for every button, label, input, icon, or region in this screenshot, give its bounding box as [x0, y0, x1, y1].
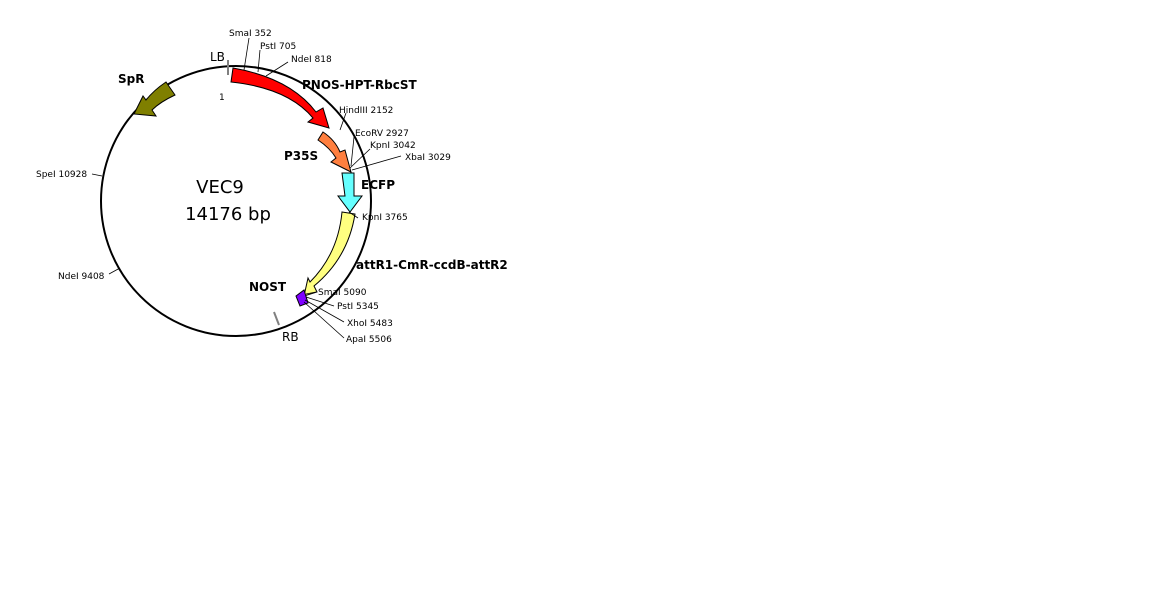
- psti-705-leader: [257, 49, 261, 73]
- ecorv-2927-leader: [350, 136, 355, 167]
- psti-5345-leader: [305, 296, 335, 307]
- lb-label: LB: [210, 50, 225, 64]
- site-ecorv-2927: EcoRV 2927: [355, 129, 409, 139]
- site-smai-5090: SmaI 5090: [318, 288, 367, 298]
- ecfp-label: ECFP: [361, 178, 395, 192]
- kpni-3042-leader: [349, 148, 371, 169]
- site-ndei-818: NdeI 818: [291, 55, 332, 65]
- plasmid-backbone: [100, 65, 372, 337]
- hindiii-2152-leader: [339, 112, 347, 131]
- p35s-arrow: [317, 131, 352, 173]
- site-apai-5506: ApaI 5506: [346, 335, 392, 345]
- xhoi-5483-leader: [304, 299, 345, 323]
- smai-5090-leader: [305, 291, 317, 295]
- xbai-3029-leader: [351, 155, 402, 171]
- kpni-3765-leader: [348, 211, 359, 219]
- plasmid-name: VEC9: [196, 177, 244, 198]
- attr-arrow: [303, 211, 356, 297]
- p35s-label: P35S: [284, 149, 318, 163]
- nost-arrow: [295, 289, 309, 307]
- rb-marker: [273, 311, 280, 326]
- site-psti-705: PstI 705: [260, 42, 296, 52]
- rb-label: RB: [282, 330, 299, 344]
- site-spei-10928: SpeI 10928: [36, 170, 87, 180]
- spr-arrow: [133, 81, 176, 117]
- ndei-818-leader: [265, 61, 289, 77]
- plasmid-size: 14176 bp: [185, 204, 271, 225]
- site-psti-5345: PstI 5345: [337, 302, 379, 312]
- ndei-9408-leader: [108, 267, 121, 275]
- smai-352-leader: [243, 37, 250, 71]
- site-ndei-9408: NdeI 9408: [58, 272, 105, 282]
- spr-label: SpR: [118, 72, 144, 86]
- attr-label: attR1-CmR-ccdB-attR2: [356, 258, 508, 272]
- pnos-hpt-rbcst-label: PNOS-HPT-RbcST: [302, 78, 417, 92]
- site-hindiii-2152: HindIII 2152: [339, 106, 393, 116]
- spei-10928-leader: [91, 173, 103, 177]
- pnos-hpt-rbcst-arrow: [230, 67, 330, 129]
- site-xbai-3029: XbaI 3029: [405, 153, 451, 163]
- apai-5506-leader: [303, 301, 345, 339]
- ecfp-arrow: [337, 172, 363, 213]
- site-smai-352: SmaI 352: [229, 29, 272, 39]
- site-kpni-3765: KpnI 3765: [362, 213, 408, 223]
- origin-label: 1: [219, 93, 225, 103]
- site-xhoi-5483: XhoI 5483: [347, 319, 393, 329]
- nost-label: NOST: [249, 280, 287, 294]
- site-kpni-3042: KpnI 3042: [370, 141, 416, 151]
